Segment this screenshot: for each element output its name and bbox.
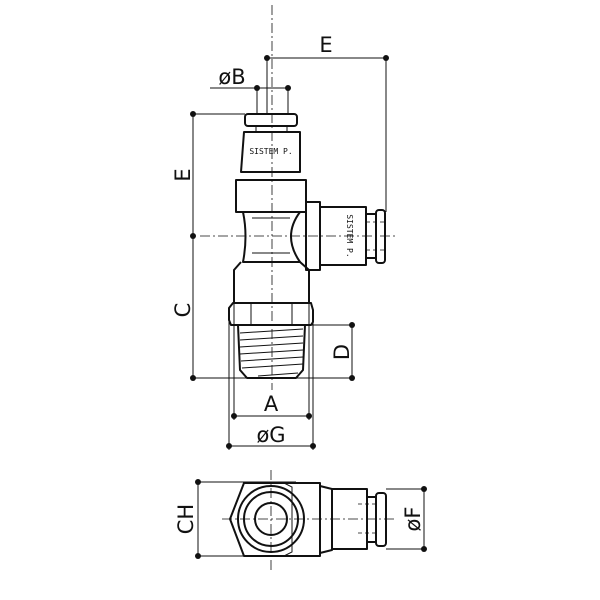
dim-g: øG [256,423,285,447]
dim-ch: CH [174,504,198,534]
centerlines [200,5,395,570]
brand-marking-top: SISTEM P. [249,147,292,156]
top-view [229,482,387,557]
dim-b: øB [218,65,245,89]
dim-a: A [264,392,279,416]
dim-c: C [171,303,195,318]
dimensions-top-view: CH øF [174,479,427,559]
dim-e-left: E [171,168,195,181]
dim-f: øF [401,507,425,532]
dim-d: D [330,344,354,360]
front-view: SISTEM P. SISTEM P. [228,113,386,379]
dimensions-front: E øB E C D A øG [171,33,389,450]
thread-lines [239,328,304,377]
dim-e-top: E [319,33,332,57]
brand-marking-side: SISTEM P. [345,214,354,257]
